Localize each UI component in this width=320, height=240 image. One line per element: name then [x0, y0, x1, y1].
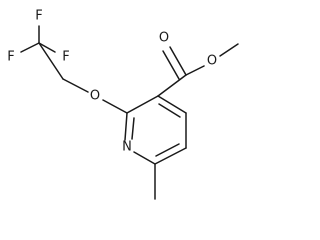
- bond-cf3-f3: [38, 42, 56, 53]
- bond-c5-c6-double: [155, 143, 180, 157]
- structure-canvas: F F F O O O N: [7, 8, 239, 200]
- bond-carbonyl-oxygen: [169, 46, 187, 76]
- bond-n-c2-double: [131, 117, 135, 140]
- bond-cf3-f2: [20, 42, 40, 53]
- ring-nitrogen-label: N: [122, 140, 132, 155]
- fluorine-right-label: F: [62, 50, 69, 65]
- bond-c3-c4: [157, 95, 187, 114]
- bond-c5-c6: [154, 147, 187, 165]
- ether-oxygen-label: O: [90, 89, 100, 104]
- fluorine-top-label: F: [35, 9, 42, 24]
- alkoxy-oxygen-label: O: [207, 54, 217, 69]
- bond-n-c2: [124, 112, 128, 141]
- fluorine-left-label: F: [7, 50, 14, 65]
- carbonyl-oxygen-label: O: [159, 31, 169, 46]
- molecule-drawing: F F F O O O N: [7, 9, 239, 200]
- bond-c2-ether-oxygen: [102, 99, 128, 114]
- bond-carbonyl-alkoxy-oxygen: [185, 65, 205, 76]
- bond-c3-carbonyl: [157, 74, 187, 97]
- bond-c2-c3: [126, 95, 159, 114]
- bond-carbonyl-oxygen-double: [162, 50, 180, 80]
- bond-c6-n: [133, 151, 156, 165]
- bond-ch2-cf3: [38, 42, 64, 80]
- bond-ether-oxygen-ch2: [62, 78, 89, 93]
- bond-alkoxy-oxygen-methyl: [219, 43, 239, 57]
- bond-c3-c4-double: [158, 103, 181, 118]
